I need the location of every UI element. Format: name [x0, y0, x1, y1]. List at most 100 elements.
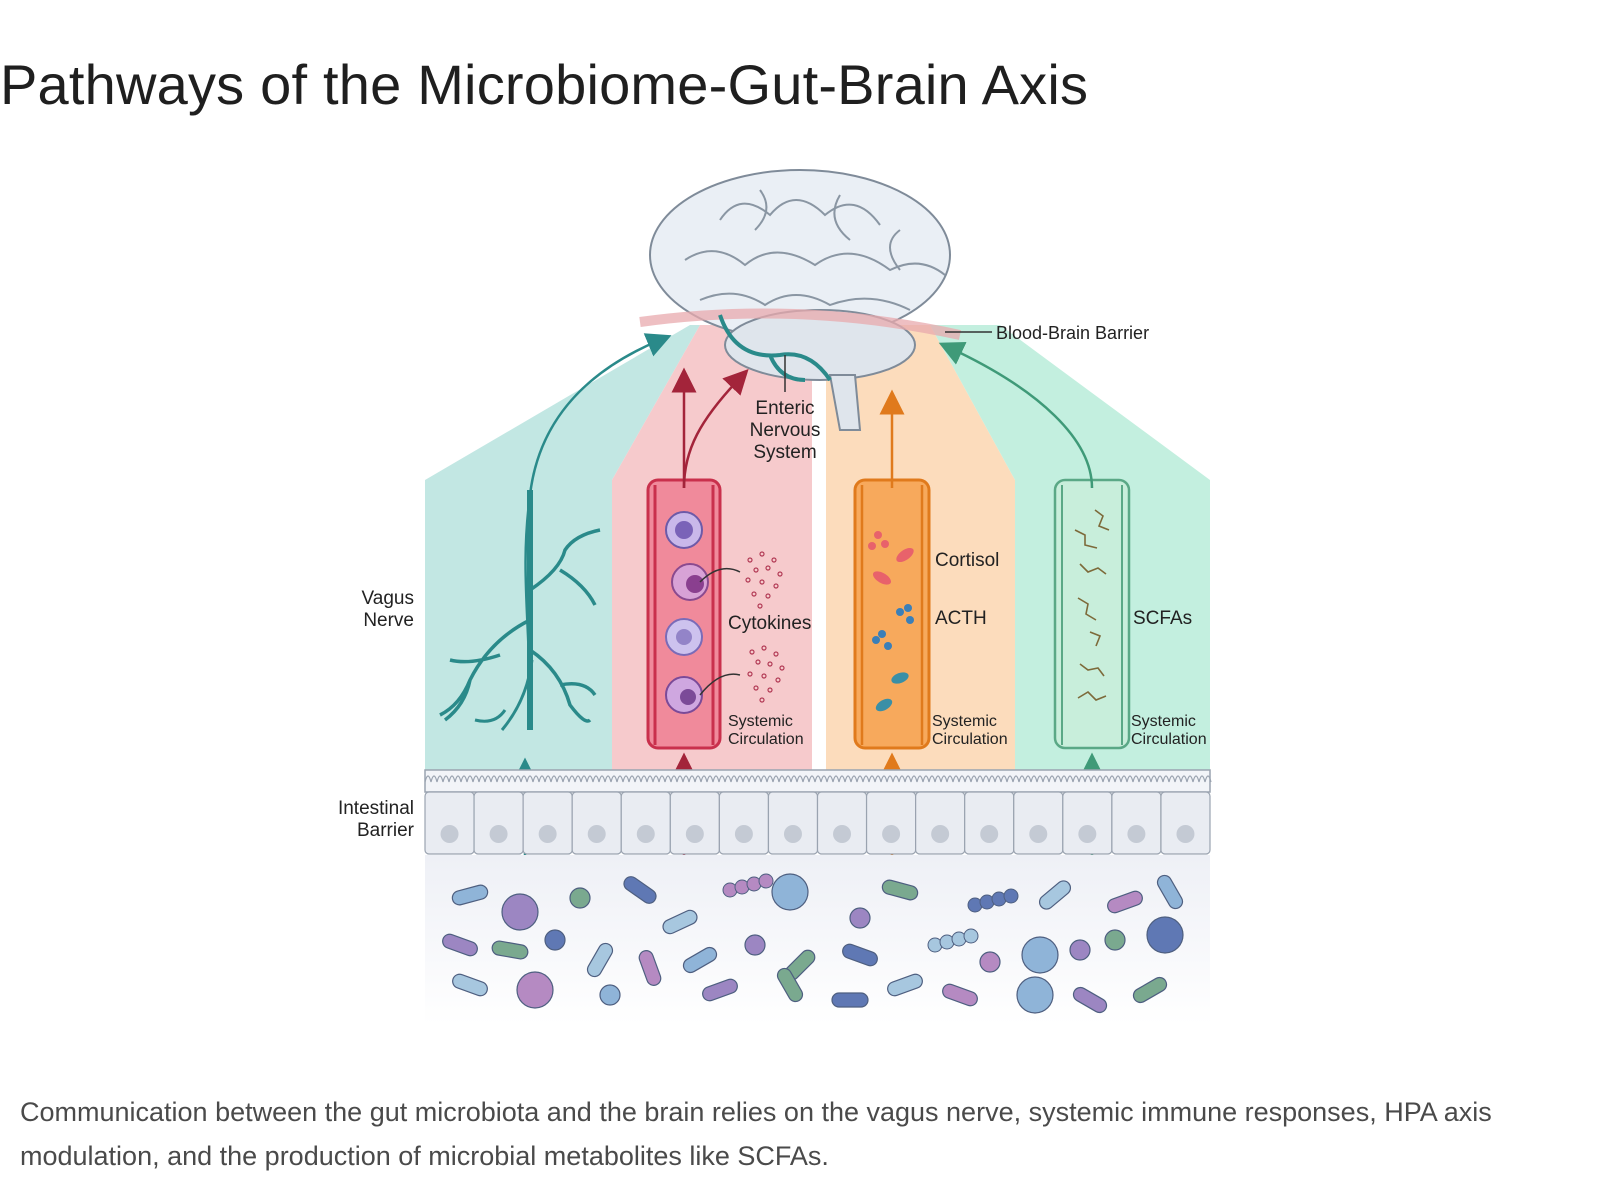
immune-cell: [1016, 976, 1054, 1014]
epithelial-cell: [1160, 791, 1211, 855]
epithelial-cell: [718, 791, 770, 855]
epithelial-cell: [865, 791, 917, 855]
rod-bacterium: [1107, 890, 1143, 914]
rod-bacterium: [491, 940, 529, 960]
chain-bacterium: [927, 928, 979, 953]
cell-nucleus: [1127, 825, 1146, 843]
figure-caption: Communication between the gut microbiota…: [20, 1097, 1492, 1171]
scfas-label: SCFAs: [1133, 608, 1192, 629]
epithelial-cell: [1013, 791, 1064, 855]
vagus-nerve: Vagus Nerve: [362, 333, 672, 880]
blood-brain-barrier-label: Blood-Brain Barrier: [996, 323, 1149, 343]
rod-bacterium: [452, 973, 488, 997]
rod-bacterium: [1132, 976, 1168, 1004]
epithelial-cell: [1111, 791, 1162, 855]
cell-nucleus: [1029, 825, 1048, 843]
rod-bacterium: [451, 884, 489, 906]
epithelial-cell: [473, 791, 524, 855]
coccus-bacterium: [569, 887, 591, 909]
cell-nucleus: [931, 825, 950, 843]
rod-bacterium: [1156, 874, 1184, 910]
cell-nucleus: [882, 825, 901, 843]
epithelial-cell: [424, 791, 475, 855]
rod-bacterium: [1038, 880, 1072, 910]
coccus-bacterium: [599, 984, 621, 1006]
hpa-circulation-label: Circulation: [932, 731, 1008, 748]
coccus-bacterium: [979, 951, 1001, 973]
vagus-label-line1: Vagus: [362, 588, 414, 609]
enteric-label-line3: System: [753, 442, 816, 463]
cell-nucleus: [440, 825, 459, 843]
cell-nucleus: [1176, 825, 1195, 843]
scfa-vessel: SCFAs Systemic Circulation: [938, 341, 1207, 880]
blood-brain-barrier: Blood-Brain Barrier: [639, 308, 1149, 343]
cell-nucleus: [587, 825, 606, 843]
rod-bacterium: [623, 876, 657, 904]
epithelial-cell: [669, 791, 720, 855]
rod-bacterium: [638, 950, 662, 986]
cell-nucleus: [1078, 825, 1097, 843]
immune-systemic-label: Systemic: [728, 713, 793, 730]
epithelial-cell: [915, 791, 966, 855]
enteric-label-line2: Nervous: [750, 420, 821, 441]
coccus-bacterium: [744, 934, 766, 956]
coccus-bacterium: [1069, 939, 1091, 961]
cortisol-label: Cortisol: [935, 550, 999, 571]
acth-label: ACTH: [935, 608, 987, 629]
immune-cell: [771, 873, 809, 911]
intestinal-label-line1: Intestinal: [338, 798, 414, 819]
rod-bacterium: [702, 978, 738, 1002]
hpa-systemic-label: Systemic: [932, 713, 997, 730]
cell-nucleus: [783, 825, 802, 843]
rod-bacterium: [831, 992, 869, 1008]
immune-cell: [1021, 936, 1059, 974]
immune-cell: [1146, 916, 1184, 954]
immune-circulation-label: Circulation: [728, 731, 804, 748]
rod-bacterium: [662, 909, 698, 935]
rod-bacterium: [776, 967, 804, 1003]
cell-nucleus: [636, 825, 655, 843]
hormone-particles: [868, 531, 914, 712]
rod-bacterium: [881, 879, 919, 901]
gut-microbiota: [425, 855, 1210, 1025]
immune-cell: [501, 893, 539, 931]
enteric-label-line1: Enteric: [755, 398, 814, 419]
cytokine-particles: [745, 551, 785, 703]
rod-bacterium: [942, 983, 978, 1007]
epithelial-cell: [571, 791, 622, 855]
rod-bacterium: [1072, 986, 1108, 1014]
scfa-circulation-label: Circulation: [1131, 731, 1207, 748]
epithelial-cell: [964, 791, 1015, 855]
cell-nucleus: [489, 825, 508, 843]
enteric-nerve: Enteric Nervous System: [718, 314, 832, 463]
intestinal-label-line2: Barrier: [357, 820, 415, 841]
immune-vessel: Cytokines Systemic Circulation: [646, 367, 811, 880]
chain-bacterium: [967, 888, 1019, 913]
coccus-bacterium: [544, 929, 566, 951]
epithelial-cell: [1062, 791, 1113, 855]
coccus-bacterium: [1104, 929, 1126, 951]
cytokines-label: Cytokines: [728, 613, 811, 634]
epithelial-cell: [767, 791, 819, 855]
epithelial-cell: [816, 791, 868, 855]
epithelial-cell: [522, 791, 573, 855]
rod-bacterium: [442, 933, 478, 957]
scfa-molecules: [1074, 509, 1110, 701]
rod-bacterium: [682, 946, 718, 974]
coccus-bacterium: [849, 907, 871, 929]
page-title: Pathways of the Microbiome-Gut-Brain Axi…: [0, 53, 1089, 116]
cell-nucleus: [685, 825, 704, 843]
epithelial-cell: [620, 791, 671, 855]
chain-bacterium: [722, 873, 774, 898]
cell-nucleus: [538, 825, 557, 843]
immune-cell: [516, 971, 554, 1009]
cell-nucleus: [980, 825, 999, 843]
cell-nucleus: [734, 825, 753, 843]
scfa-systemic-label: Systemic: [1131, 713, 1196, 730]
gut-brain-axis-diagram: Blood-Brain Barrier Enteric Nervous Syst…: [338, 169, 1212, 1025]
cell-nucleus: [833, 825, 852, 843]
intestinal-barrier: Intestinal Barrier: [338, 769, 1212, 855]
rod-bacterium: [887, 973, 923, 997]
rod-bacterium: [586, 942, 614, 978]
vagus-label-line2: Nerve: [363, 610, 414, 631]
